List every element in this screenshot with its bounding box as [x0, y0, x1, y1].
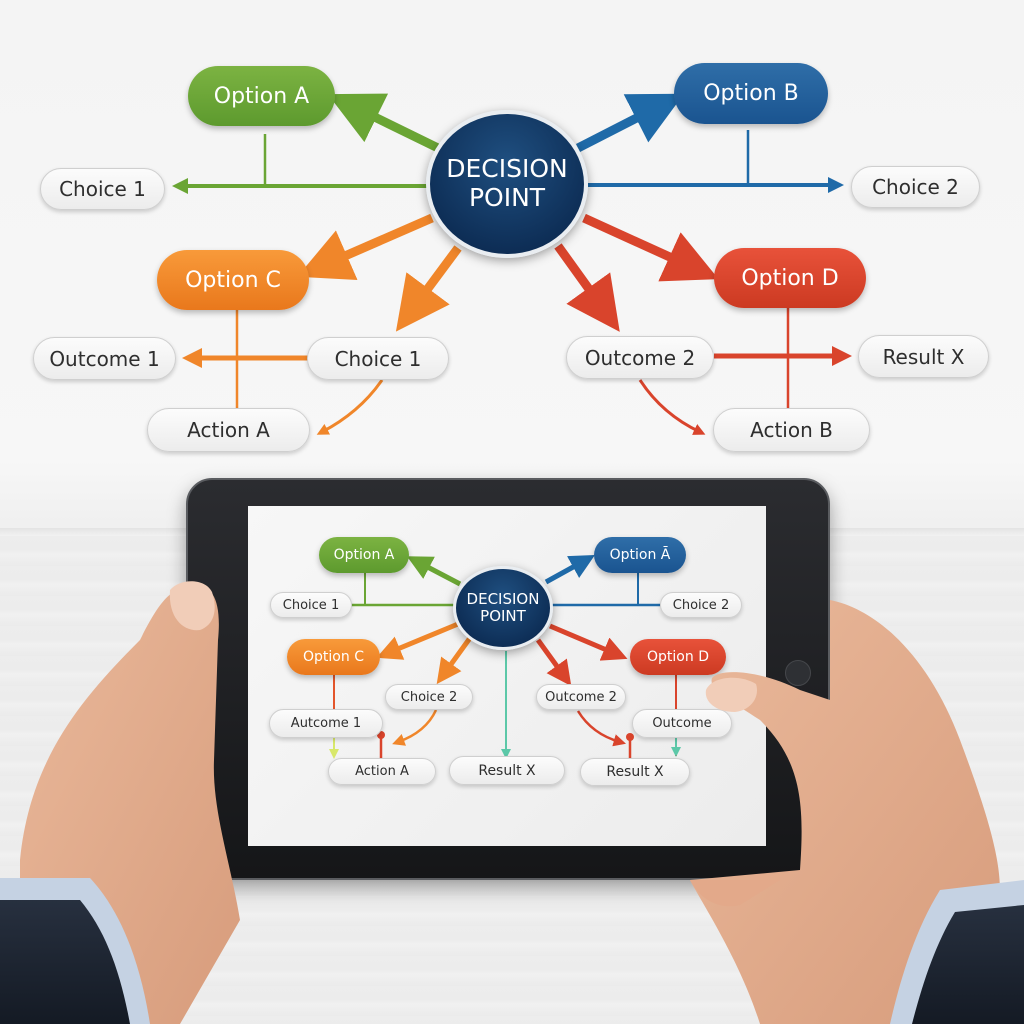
outcome-1-node[interactable]: Outcome 1 — [33, 337, 176, 380]
tablet-choice-2-mid-node[interactable]: Choice 2 — [385, 684, 473, 710]
tablet-home-button[interactable] — [785, 660, 811, 686]
tablet-result-x-center-node[interactable]: Result X — [449, 756, 565, 785]
tablet-result-x-right-node[interactable]: Result X — [580, 758, 690, 786]
tablet-hub-label-line2: POINT — [480, 607, 526, 625]
choice-1-mid-node[interactable]: Choice 1 — [307, 337, 449, 380]
option-a-node[interactable]: Option A — [188, 66, 335, 126]
tablet-choice-1-node[interactable]: Choice 1 — [270, 592, 352, 618]
action-b-node[interactable]: Action B — [713, 408, 870, 452]
tablet-screen[interactable]: DECISION POINT Option A Option Ᾱ Option … — [248, 506, 766, 846]
tablet-option-c-node[interactable]: Option C — [287, 639, 380, 675]
option-c-node[interactable]: Option C — [157, 250, 309, 310]
decision-point-hub[interactable]: DECISION POINT — [426, 110, 588, 258]
tablet-action-a-node[interactable]: Action A — [328, 758, 436, 785]
tablet-outcome-2-node[interactable]: Outcome 2 — [536, 684, 626, 710]
result-x-node[interactable]: Result X — [858, 335, 989, 378]
tablet-autcome-1-node[interactable]: Autcome 1 — [269, 709, 383, 738]
option-d-node[interactable]: Option D — [714, 248, 866, 308]
tablet-option-a-node[interactable]: Option A — [319, 537, 409, 573]
tablet-option-b-node[interactable]: Option Ᾱ — [594, 537, 686, 573]
tablet-outcome-partial-node[interactable]: Outcome — [632, 709, 732, 738]
tablet-hub-label-line1: DECISION — [466, 589, 540, 608]
choice-2-right-node[interactable]: Choice 2 — [851, 166, 980, 208]
wall-diagram-connectors — [172, 93, 852, 435]
hub-label-line2: POINT — [468, 183, 546, 212]
option-b-node[interactable]: Option B — [674, 63, 828, 124]
outcome-2-node[interactable]: Outcome 2 — [566, 336, 714, 379]
action-a-node[interactable]: Action A — [147, 408, 310, 452]
hub-label-line1: DECISION — [446, 154, 568, 184]
tablet-decision-point-hub[interactable]: DECISION POINT — [453, 566, 553, 650]
tablet-option-d-node[interactable]: Option D — [630, 639, 726, 675]
choice-1-left-node[interactable]: Choice 1 — [40, 168, 165, 210]
tablet-choice-2-right-node[interactable]: Choice 2 — [660, 592, 742, 618]
